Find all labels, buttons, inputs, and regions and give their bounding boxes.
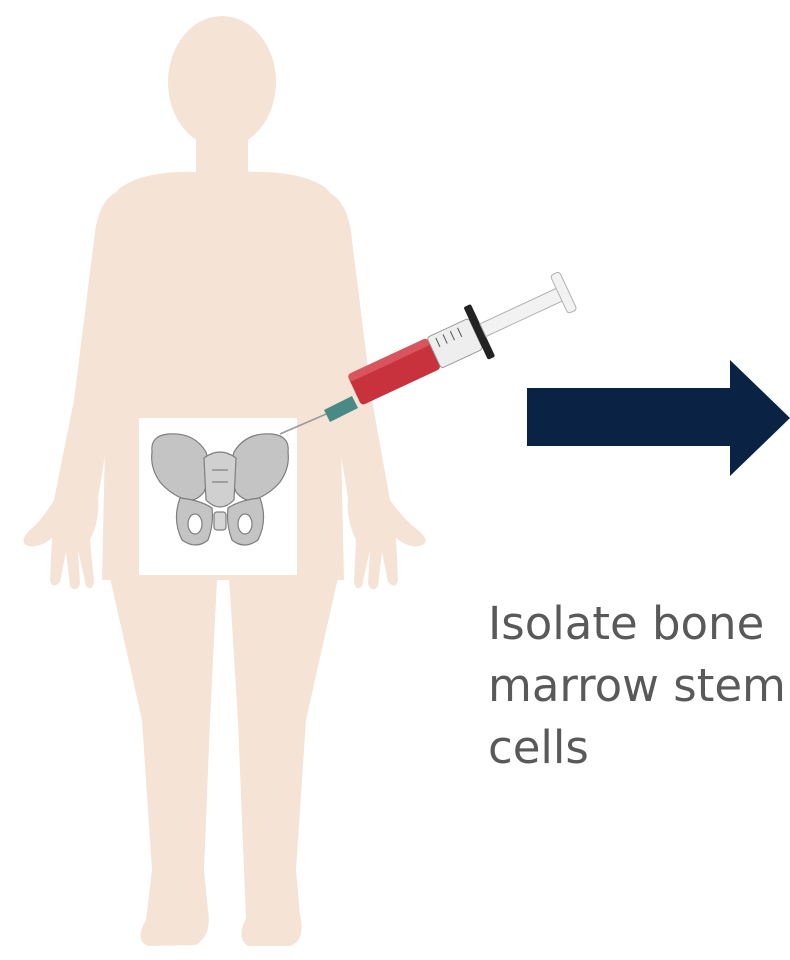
caption-line-2: marrow stem [488,655,788,717]
caption-text: Isolate bone marrow stem cells [488,593,788,779]
caption-line-3: cells [488,717,788,779]
right-arrow-icon [527,360,790,476]
caption-line-1: Isolate bone [488,593,788,655]
